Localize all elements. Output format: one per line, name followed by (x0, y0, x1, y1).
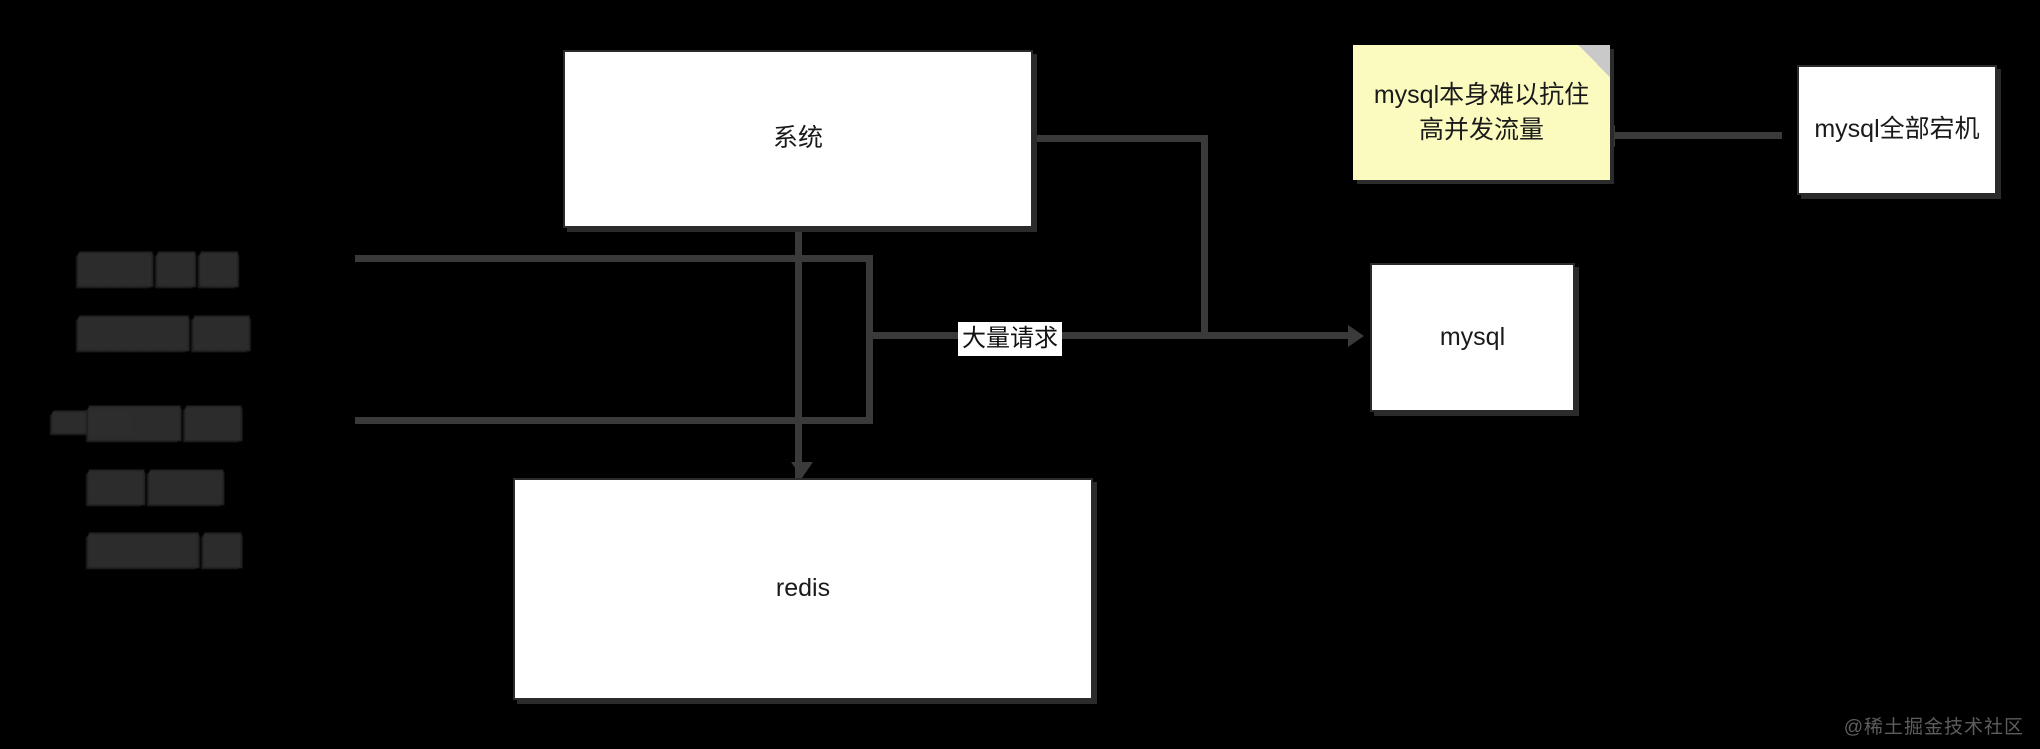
edge-top-label-to-junction (355, 255, 873, 262)
node-redis-label: redis (775, 574, 831, 603)
obscured-label-top-line3: ███████ (52, 413, 130, 433)
note-mysql-bottleneck[interactable]: mysql本身难以抗住高并发流量 (1353, 45, 1610, 180)
edge-bottom-label-to-junction (355, 417, 873, 424)
obscured-label-bottom-line3: ██████ ██ (88, 535, 241, 566)
node-redis[interactable]: redis (513, 478, 1093, 700)
node-mysql[interactable]: mysql (1370, 263, 1575, 412)
edge-system-to-redis-line (795, 228, 802, 478)
node-system-label: 系统 (772, 124, 823, 153)
node-mysql-crash[interactable]: mysql全部宕机 (1797, 65, 1997, 195)
watermark: @稀土掘金技术社区 (1843, 717, 2024, 738)
edge-label-heavy-requests: 大量请求 (958, 322, 1062, 356)
obscured-label-top-line1: ████ ██ ██ (78, 253, 237, 284)
note-mysql-bottleneck-label: mysql本身难以抗住高并发流量 (1373, 80, 1590, 144)
edge-left-labels-vertical-junction (866, 255, 873, 424)
note-fold-corner-icon (1578, 45, 1610, 77)
node-system[interactable]: 系统 (563, 50, 1033, 228)
edge-crash-to-note-line (1610, 132, 1782, 139)
obscured-label-bottom: █████ ███ ███ ████ ██████ ██ (62, 376, 362, 599)
edge-system-right-stub (1030, 135, 1208, 142)
edge-system-to-redis-arrowhead (791, 462, 813, 478)
edge-system-down-to-mysql-line (1201, 135, 1208, 335)
edge-to-mysql-arrowhead (1348, 325, 1364, 347)
node-mysql-crash-label: mysql全部宕机 (1814, 115, 1980, 144)
node-mysql-label: mysql (1439, 322, 1506, 351)
obscured-label-bottom-line2: ███ ████ (88, 471, 222, 502)
obscured-label-top-line2: ██████ ███ (78, 317, 249, 348)
obscured-label-top: ████ ██ ██ ██████ ███ ███████ (52, 222, 352, 497)
obscured-label-bottom-line1: █████ ███ (88, 407, 241, 438)
edge-to-mysql-run (1201, 332, 1351, 339)
